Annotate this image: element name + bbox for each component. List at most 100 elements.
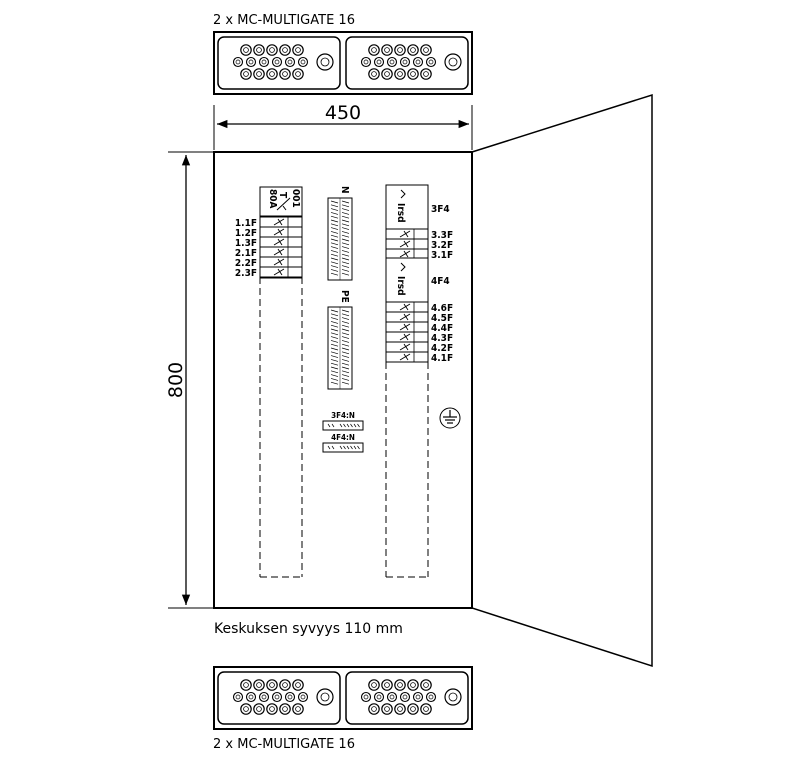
gland-hole [271, 56, 283, 68]
gland-hole [266, 68, 278, 80]
terminal [341, 324, 350, 328]
gland-hole [399, 56, 411, 68]
breaker-label: 1.2F [235, 228, 257, 239]
gland-hole [271, 691, 283, 703]
neutral-terminal [346, 445, 350, 450]
gland-hole [420, 703, 432, 715]
gland-hole [316, 53, 334, 71]
gland-hole [266, 679, 278, 691]
neutral-terminal [350, 423, 353, 428]
breaker-slot [385, 331, 429, 343]
terminal [341, 378, 350, 381]
terminal [341, 200, 350, 204]
gland-hole [253, 68, 265, 80]
terminal [330, 336, 339, 339]
terminal [341, 317, 350, 320]
terminal [341, 328, 350, 332]
terminal [330, 272, 339, 276]
gland-hole [316, 688, 334, 706]
terminal [341, 204, 350, 208]
breaker-label: 2.3F [235, 268, 257, 279]
main-switch-code: 001 [290, 189, 301, 208]
terminal [330, 250, 339, 253]
gland-hole [394, 68, 406, 80]
terminal [330, 317, 339, 320]
terminal [330, 374, 339, 377]
gland-hole [407, 68, 419, 80]
breaker-slot [259, 216, 303, 228]
gland-hole [368, 703, 380, 715]
neutral-bar-label: 3F4:N [331, 411, 355, 420]
breaker-slot [259, 266, 303, 278]
terminal [330, 378, 339, 381]
breaker-label: 1.1F [235, 218, 257, 229]
breaker-label: 2.1F [235, 248, 257, 259]
terminal [330, 332, 339, 336]
left-breaker-stack: 1.1F1.2F1.3F2.1F2.2F2.3F [235, 215, 303, 279]
breaker-slot [385, 341, 429, 353]
breaker-symbol [399, 303, 411, 311]
neutral-terminal [357, 423, 360, 428]
gland-hole [381, 679, 393, 691]
terminal [341, 227, 350, 230]
terminal [330, 343, 339, 347]
gland-hole [444, 53, 462, 71]
breaker-symbol [273, 268, 285, 276]
terminal [330, 257, 339, 261]
terminal [341, 347, 350, 351]
gland-hole [292, 44, 304, 56]
neutral-terminal [357, 445, 360, 450]
terminal [330, 208, 339, 211]
width-dimension: 450 [213, 102, 473, 150]
gland-hole [258, 56, 270, 68]
terminal [341, 321, 350, 324]
terminal [341, 238, 350, 242]
terminal [341, 359, 350, 362]
breaker-slot [259, 236, 303, 248]
breaker-label: 4.2F [431, 343, 453, 354]
terminal [330, 359, 339, 362]
terminal [341, 253, 350, 257]
terminal [330, 227, 339, 230]
left-din-rail [259, 277, 303, 578]
gland-hole [284, 56, 296, 68]
terminal [341, 370, 350, 374]
breaker-slot [385, 321, 429, 333]
breaker-label: 4.3F [431, 333, 453, 344]
gland-hole [394, 44, 406, 56]
breaker-slot [385, 238, 429, 250]
main-switch-mark: T [277, 192, 288, 199]
gland-hole [360, 56, 372, 68]
breaker-label: 3.2F [431, 240, 453, 251]
cable-gland-holes [232, 679, 462, 715]
earth-terminal-strip: PE [327, 290, 353, 390]
terminal [330, 200, 339, 204]
gland-hole [381, 68, 393, 80]
neutral-terminal [343, 423, 346, 428]
breaker-symbol [273, 218, 285, 226]
breaker-symbol [399, 343, 411, 351]
terminal [330, 381, 339, 385]
terminal [341, 246, 350, 249]
terminal [341, 362, 350, 366]
breaker-label: 1.3F [235, 238, 257, 249]
terminal [330, 238, 339, 242]
terminal [330, 223, 339, 227]
neutral-terminal [350, 445, 353, 450]
gland-hole [258, 691, 270, 703]
gland-hole [279, 68, 291, 80]
terminal [330, 351, 339, 355]
gland-hole [373, 56, 385, 68]
terminal [330, 355, 339, 358]
group-3f4-label: 3F4 [431, 204, 450, 215]
group-4f4-label: 4F4 [431, 276, 450, 287]
neutral-terminal [327, 445, 331, 450]
group-4f4-device: Irsd [395, 276, 406, 296]
terminal [330, 253, 339, 257]
neutral-terminal [353, 423, 357, 428]
breaker-label: 2.2F [235, 258, 257, 269]
gland-hole [420, 679, 432, 691]
breaker-slot [385, 351, 429, 363]
terminal [341, 265, 350, 268]
gland-hole [386, 56, 398, 68]
